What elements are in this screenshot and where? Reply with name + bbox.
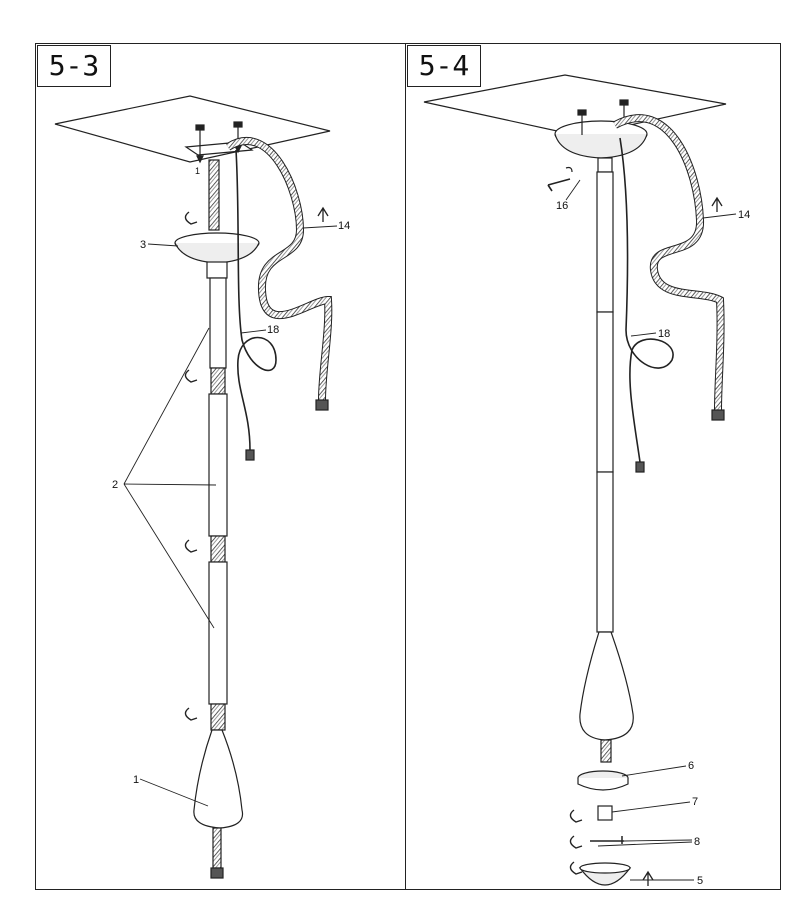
rotate-arrow-icon [184,539,198,553]
callout-screw: 1 [195,166,200,176]
callout-3: 3 [140,239,146,251]
screw-icon [195,124,205,160]
callout-14: 14 [338,220,350,232]
chain-link [208,159,220,231]
rotate-arrow-icon [184,707,198,721]
tube-joint [210,535,226,563]
tube-joint [210,367,226,395]
rotate-arrow-icon [569,861,583,875]
rotate-arrow-icon [184,211,198,225]
tube-segment [208,393,228,537]
callout-18: 18 [658,328,670,340]
ceiling-plane [54,95,331,163]
callout-5: 5 [697,875,703,887]
tube-segment [208,561,228,705]
rope-cord-14 [225,137,333,401]
rotate-arrow-icon [569,835,583,849]
electrical-wire-18 [619,137,674,463]
callout-1: 1 [133,774,139,786]
callout-7: 7 [692,796,698,808]
up-arrow-icon [642,870,654,886]
panel-5-4-drawing [423,74,737,886]
tube-joint [210,703,226,731]
electrical-wire-18 [235,149,277,451]
callout-16: 16 [556,200,568,212]
part-7-socket [597,805,613,821]
panel-frame-5-4 [405,43,781,890]
rotate-arrow-icon [184,369,198,383]
pin-16 [547,178,571,192]
callout-6: 6 [688,760,694,772]
lamp-shade-bell [193,729,244,829]
up-arrow-icon [711,196,723,212]
panel-5-3-drawing [54,95,338,879]
callout-18: 18 [267,324,279,336]
lamp-shade-bell [579,631,634,741]
tube-segment [209,277,227,369]
panel-label-5-3: 5-3 [37,45,111,87]
callout-14: 14 [738,209,750,221]
rotate-arrow-icon [569,809,583,823]
assembled-rod [596,171,614,313]
ceiling-plane [423,74,727,137]
panel-label-5-4: 5-4 [407,45,481,87]
up-arrow-icon [317,206,329,222]
callout-8: 8 [694,836,700,848]
callout-2: 2 [112,479,118,491]
screw-icon [577,109,587,135]
